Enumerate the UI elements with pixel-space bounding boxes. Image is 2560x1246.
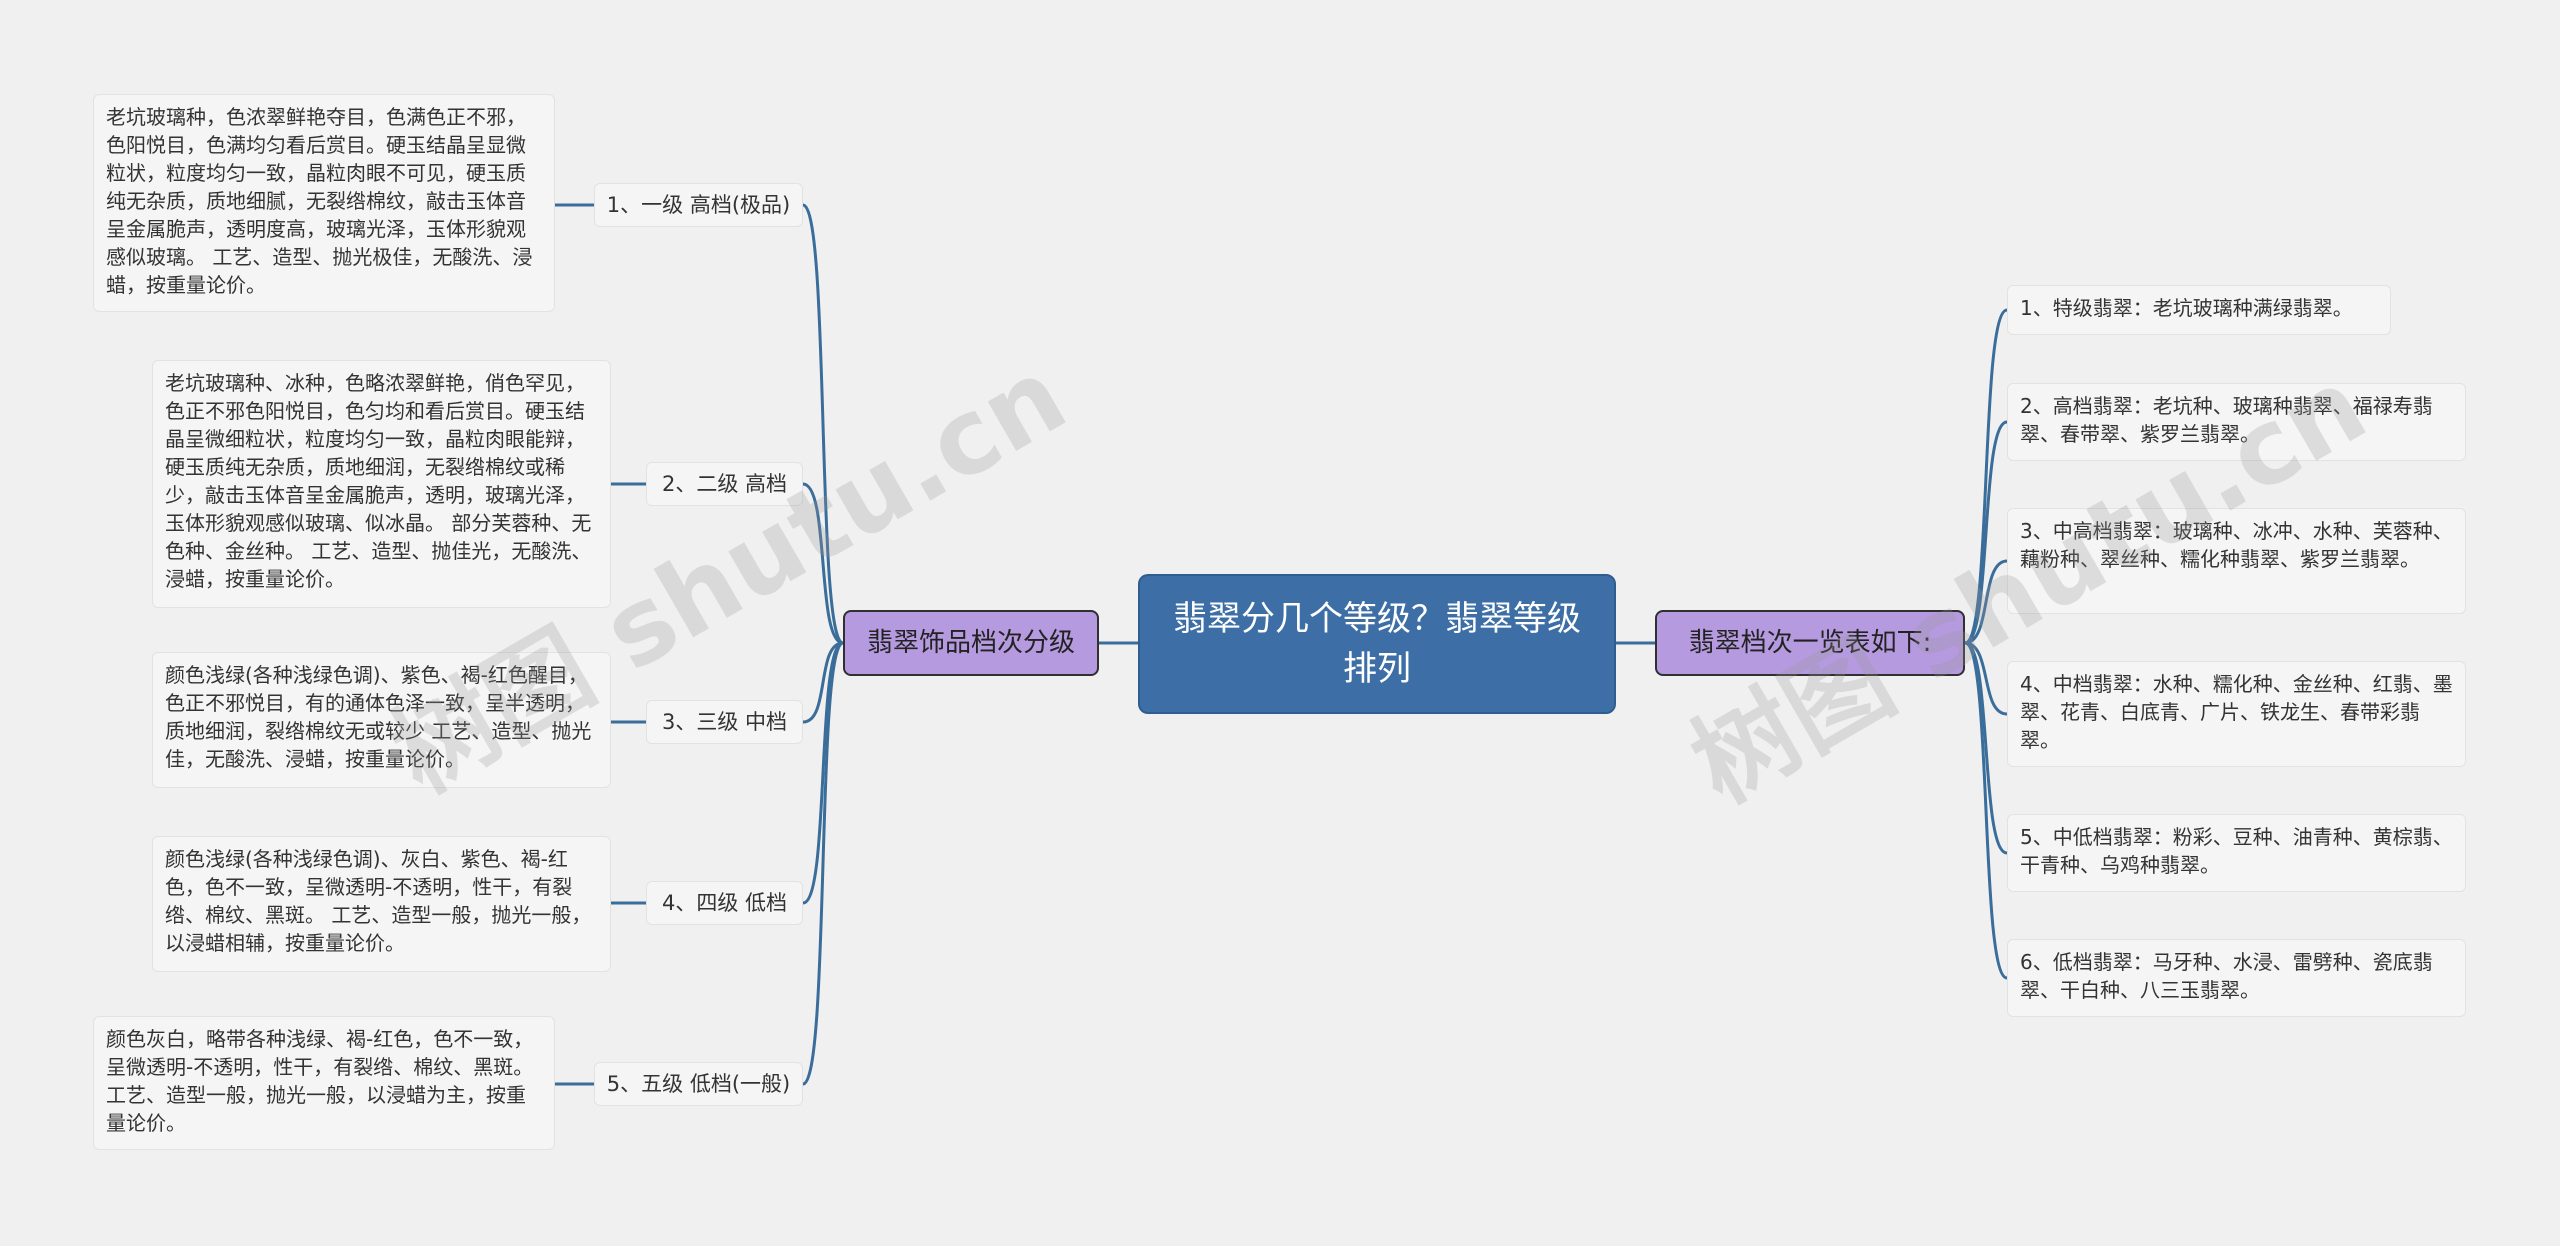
grade-detail-1[interactable]: 老坑玻璃种，色浓翠鲜艳夺目，色满色正不邪，色阳悦目，色满均匀看后赏目。硬玉结晶呈… xyxy=(93,94,555,312)
left-branch-topic[interactable]: 翡翠饰品档次分级 xyxy=(843,610,1099,676)
root-topic[interactable]: 翡翠分几个等级？翡翠等级排列 xyxy=(1138,574,1616,714)
tier-item-5[interactable]: 5、中低档翡翠：粉彩、豆种、油青种、黄棕翡、干青种、乌鸡种翡翠。 xyxy=(2007,814,2466,892)
grade-detail-4[interactable]: 颜色浅绿(各种浅绿色调)、灰白、紫色、褐-红色，色不一致，呈微透明-不透明，性干… xyxy=(152,836,611,972)
tier-item-4[interactable]: 4、中档翡翠：水种、糯化种、金丝种、红翡、墨翠、花青、白底青、广片、铁龙生、春带… xyxy=(2007,661,2466,767)
links-right-branch-to-items xyxy=(1964,308,2008,980)
links-grades-to-details xyxy=(555,203,646,1086)
grade-detail-2[interactable]: 老坑玻璃种、冰种，色略浓翠鲜艳，俏色罕见，色正不邪色阳悦目，色匀均和看后赏目。硬… xyxy=(152,360,611,608)
grade-label-3[interactable]: 3、三级 中档 xyxy=(646,700,803,744)
grade-label-2[interactable]: 2、二级 高档 xyxy=(646,462,803,506)
grade-detail-5[interactable]: 颜色灰白，略带各种浅绿、褐-红色，色不一致，呈微透明-不透明，性干，有裂绺、棉纹… xyxy=(93,1016,555,1150)
tier-item-2[interactable]: 2、高档翡翠：老坑种、玻璃种翡翠、福禄寿翡翠、春带翠、紫罗兰翡翠。 xyxy=(2007,383,2466,461)
links-left-branch-to-grades xyxy=(802,203,844,1086)
right-branch-topic[interactable]: 翡翠档次一览表如下: xyxy=(1655,610,1965,676)
grade-label-1[interactable]: 1、一级 高档(极品) xyxy=(594,183,803,227)
tier-item-1[interactable]: 1、特级翡翠：老坑玻璃种满绿翡翠。 xyxy=(2007,285,2391,335)
right-branch-title: 翡翠档次一览表如下: xyxy=(1688,628,1932,658)
root-title: 翡翠分几个等级？翡翠等级排列 xyxy=(1173,599,1581,689)
left-branch-title: 翡翠饰品档次分级 xyxy=(866,628,1075,658)
grade-label-5[interactable]: 5、五级 低档(一般) xyxy=(594,1062,803,1106)
grade-label-4[interactable]: 4、四级 低档 xyxy=(646,881,803,925)
tier-item-3[interactable]: 3、中高档翡翠：玻璃种、冰冲、水种、芙蓉种、藕粉种、翠丝种、糯化种翡翠、紫罗兰翡… xyxy=(2007,508,2466,614)
tier-item-6[interactable]: 6、低档翡翠：马牙种、水浸、雷劈种、瓷底翡翠、干白种、八三玉翡翠。 xyxy=(2007,939,2466,1017)
grade-detail-3[interactable]: 颜色浅绿(各种浅绿色调)、紫色、褐-红色醒目，色正不邪悦目，有的通体色泽一致，呈… xyxy=(152,652,611,788)
